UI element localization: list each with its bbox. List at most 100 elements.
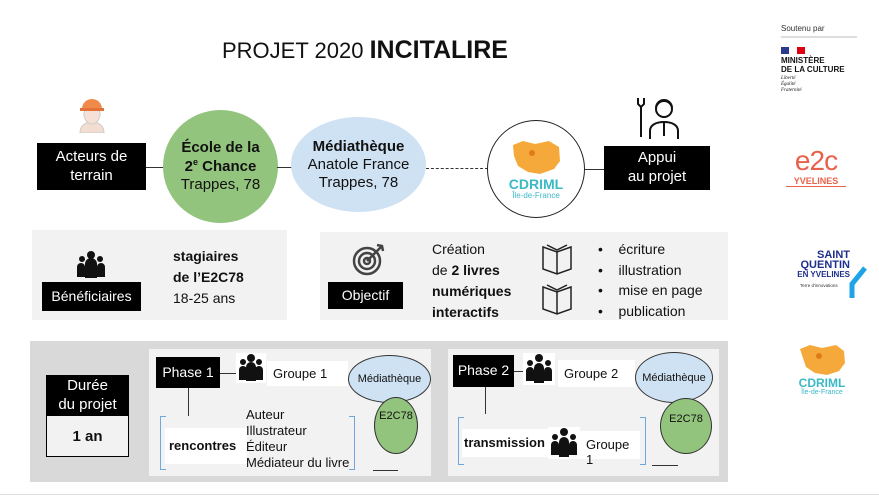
acteurs-terrain-box: Acteurs de terrain <box>37 143 146 190</box>
ecole-node: École de la 2e Chance Trappes, 78 <box>163 110 278 223</box>
flag-icon <box>781 47 871 54</box>
objectif-bullets: • écriture • illustration • mise en page… <box>598 239 703 321</box>
cdriml-logo-region: Île-de-France <box>801 389 843 396</box>
objectif-label-text: Objectif <box>341 286 390 303</box>
mediatheque-line3: Trappes, 78 <box>318 173 399 191</box>
sqy-line3: EN YVELINES <box>797 270 850 279</box>
sqy-line1: SAINT <box>817 249 850 261</box>
duree-header: Durée du projet <box>47 376 128 416</box>
phase1-activity: rencontres <box>165 428 247 464</box>
devise: Liberté <box>781 76 796 81</box>
bullet-item: • illustration <box>598 261 682 278</box>
appui-projet-box: Appui au projet <box>604 146 710 190</box>
phase1-e2c-text: E2C78 <box>379 410 413 422</box>
phase1-mediatheque: Médiathèque <box>348 355 431 403</box>
worker-icon <box>77 97 107 133</box>
connector <box>373 470 398 471</box>
ministere-line1: MINISTÈRE <box>781 56 825 65</box>
bracket-left <box>160 416 166 470</box>
connector <box>277 167 292 168</box>
e2c-name: e2c <box>794 145 838 176</box>
bullet-text: écriture <box>618 241 666 257</box>
appui-line2: au projet <box>627 168 687 185</box>
ecole-rest: Chance <box>198 158 257 175</box>
objectif-line3: numériques <box>432 283 512 299</box>
phase1-people: Auteur Illustrateur Éditeur Médiateur du… <box>246 407 349 471</box>
ecole-sup: e <box>192 157 198 167</box>
connector <box>220 373 237 374</box>
appui-line1: Appui <box>637 149 677 167</box>
sqy-stroke-icon <box>849 266 867 298</box>
duree-line2: du projet <box>58 396 117 413</box>
duree-value: 1 an <box>72 428 103 445</box>
ministere-line2: DE LA CULTURE <box>781 65 845 74</box>
group-icon <box>548 427 580 459</box>
objectif-line2: de 2 livres <box>432 260 511 281</box>
duree-box: Durée du projet 1 an <box>46 375 129 457</box>
ecole-line1: École de la <box>181 139 260 156</box>
connector <box>514 371 524 372</box>
phase2-target-group: Groupe 1 <box>580 431 640 467</box>
sqy-line2: QUENTIN <box>800 259 851 271</box>
phase1-mediatheque-text: Médiathèque <box>357 373 422 385</box>
person-role: Auteur <box>246 407 285 422</box>
phase2-e2c: E2C78 <box>660 398 712 454</box>
phase2-mediatheque-text: Médiathèque <box>642 371 706 384</box>
e2c-sub: YVELINES <box>786 176 846 187</box>
objectif-panel: Objectif Création de 2 livres numériques… <box>320 232 728 320</box>
connector <box>146 167 164 168</box>
beneficiaires-label-text: Bénéficiaires <box>51 287 132 304</box>
mediatheque-line2: Anatole France <box>307 155 410 173</box>
beneficiaires-label: Bénéficiaires <box>42 282 141 311</box>
bullet-item: • écriture <box>598 241 666 257</box>
acteurs-line1: Acteurs de <box>55 147 128 165</box>
bullet-item: • publication <box>598 302 686 319</box>
person-role: Éditeur <box>246 439 288 454</box>
e2c-yvelines-logo: e2c YVELINES <box>786 146 846 187</box>
phase2-label: Phase 2 <box>453 355 514 387</box>
duree-line1: Durée <box>67 377 108 395</box>
beneficiaires-line1: stagiaires <box>173 248 239 264</box>
phase1-group: Groupe 1 <box>267 361 348 386</box>
phase2-group: Groupe 2 <box>558 360 635 387</box>
bracket-left <box>458 417 464 465</box>
phase2-panel: Phase 2 Groupe 2 Médiathèque E2C78 trans… <box>448 349 719 476</box>
beneficiaires-text: stagiaires de l’E2C78 18-25 ans <box>173 246 244 309</box>
phase2-label-text: Phase 2 <box>457 362 510 379</box>
cdriml-logo: CDRIML Île-de-France <box>792 343 852 396</box>
connector <box>485 387 486 414</box>
devise: Fraternité <box>781 88 802 93</box>
cdriml-node: CDRIML Île-de-France <box>487 120 585 218</box>
phase1-label-text: Phase 1 <box>162 363 214 380</box>
beneficiaires-line3: 18-25 ans <box>173 290 236 306</box>
phase2-activity: transmission <box>462 429 548 457</box>
ministere-logo: MINISTÈRE DE LA CULTURE Liberté Égalité … <box>781 47 871 94</box>
objectif-line2-bold: 2 livres <box>451 262 500 278</box>
phase2-activity-text: transmission <box>464 435 545 450</box>
person-role: Illustrateur <box>246 423 307 438</box>
sponsors-heading: Soutenu par <box>781 24 857 38</box>
page-title: PROJET 2020 INCITALIRE <box>190 36 540 65</box>
book-icon <box>541 283 573 315</box>
objectif-text: Création de 2 livres numériques interact… <box>432 239 511 323</box>
bracket-right <box>640 417 646 465</box>
connector <box>585 169 604 170</box>
mediatheque-line1: Médiathèque <box>312 137 405 155</box>
title-prefix: PROJET 2020 <box>222 38 370 63</box>
ecole-line3: Trappes, 78 <box>180 176 261 193</box>
mediatheque-node: Médiathèque Anatole France Trappes, 78 <box>291 117 426 212</box>
group-icon <box>523 353 555 385</box>
person-role: Médiateur du livre <box>246 455 350 470</box>
devise: Égalité <box>781 82 796 87</box>
cdriml-logo-name: CDRIML <box>798 376 846 390</box>
sqy-tag: Terre d'innovations <box>800 283 838 288</box>
objectif-line4: interactifs <box>432 304 499 320</box>
book-icon <box>541 243 573 275</box>
objectif-line1: Création <box>432 241 485 257</box>
cdriml-region: Île-de-France <box>512 190 560 200</box>
phase1-e2c: E2C78 <box>374 397 418 454</box>
target-icon <box>352 242 386 276</box>
phase2-mediatheque: Médiathèque <box>635 352 713 403</box>
phase2-e2c-text: E2C78 <box>669 413 703 425</box>
ile-de-france-map-icon <box>513 140 560 174</box>
